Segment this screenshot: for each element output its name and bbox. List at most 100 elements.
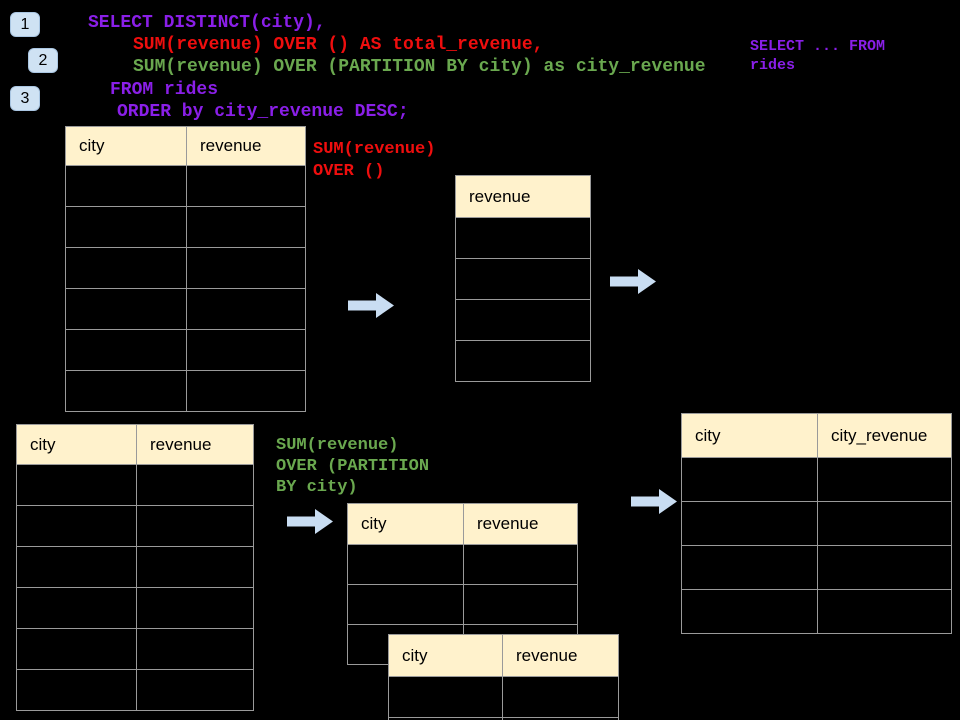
table-cell bbox=[136, 505, 254, 547]
step-badge-1: 1 bbox=[10, 12, 40, 37]
table-cell bbox=[65, 247, 187, 289]
table-row bbox=[16, 669, 254, 711]
table-header-row: city revenue bbox=[16, 424, 254, 465]
table-cell bbox=[347, 584, 464, 625]
table-cell bbox=[817, 457, 952, 502]
table-row bbox=[347, 544, 578, 585]
table-cell bbox=[65, 206, 187, 248]
table-row bbox=[65, 329, 306, 371]
step-badge-2: 2 bbox=[28, 48, 58, 73]
table-source-bottom: city revenue bbox=[16, 424, 254, 711]
table-cell bbox=[186, 370, 306, 412]
table-cell bbox=[463, 544, 578, 585]
sql-line-from: FROM rides bbox=[110, 80, 219, 100]
table-cell bbox=[16, 505, 137, 547]
annotation-sum-over-partition: SUM(revenue) OVER (PARTITION BY city) bbox=[276, 436, 430, 497]
sql-line-select: SELECT DISTINCT(city), bbox=[88, 13, 326, 33]
table-row bbox=[65, 165, 306, 207]
table-cell bbox=[136, 546, 254, 588]
table-cell bbox=[347, 544, 464, 585]
table-total-revenue: revenue bbox=[455, 175, 591, 382]
table-row bbox=[681, 589, 952, 634]
column-header-city: city bbox=[65, 126, 187, 166]
table-cell bbox=[136, 628, 254, 670]
table-row bbox=[455, 340, 591, 382]
table-header-row: city revenue bbox=[65, 126, 306, 166]
table-row bbox=[681, 501, 952, 546]
table-cell bbox=[16, 628, 137, 670]
column-header-city-revenue: city_revenue bbox=[817, 413, 952, 458]
table-cell bbox=[186, 329, 306, 371]
table-cell bbox=[65, 165, 187, 207]
column-header-revenue: revenue bbox=[136, 424, 254, 465]
table-cell bbox=[817, 501, 952, 546]
column-header-city: city bbox=[16, 424, 137, 465]
column-header-city: city bbox=[347, 503, 464, 545]
table-row bbox=[388, 717, 619, 720]
table-cell bbox=[136, 669, 254, 711]
table-cell bbox=[817, 545, 952, 590]
table-cell bbox=[65, 329, 187, 371]
table-header-row: city city_revenue bbox=[681, 413, 952, 458]
table-cell bbox=[502, 676, 619, 718]
table-cell bbox=[817, 589, 952, 634]
table-cell bbox=[681, 457, 818, 502]
table-cell bbox=[455, 258, 591, 300]
step-badge-3: 3 bbox=[10, 86, 40, 111]
table-row bbox=[455, 299, 591, 341]
table-cell bbox=[186, 247, 306, 289]
table-row bbox=[65, 206, 306, 248]
column-header-revenue: revenue bbox=[502, 634, 619, 677]
table-source-top: city revenue bbox=[65, 126, 306, 412]
table-cell bbox=[502, 717, 619, 720]
table-cell bbox=[681, 501, 818, 546]
table-cell bbox=[455, 340, 591, 382]
table-cell bbox=[681, 589, 818, 634]
table-header-row: revenue bbox=[455, 175, 591, 218]
table-row bbox=[455, 258, 591, 300]
column-header-city: city bbox=[388, 634, 503, 677]
column-header-revenue: revenue bbox=[455, 175, 591, 218]
table-row bbox=[347, 584, 578, 625]
table-cell bbox=[463, 584, 578, 625]
table-cell bbox=[136, 464, 254, 506]
column-header-revenue: revenue bbox=[186, 126, 306, 166]
table-row bbox=[16, 464, 254, 506]
table-partition-overlap: city revenue bbox=[388, 634, 619, 720]
table-row bbox=[16, 546, 254, 588]
table-cell bbox=[136, 587, 254, 629]
table-cell bbox=[388, 676, 503, 718]
column-header-revenue: revenue bbox=[463, 503, 578, 545]
table-header-row: city revenue bbox=[347, 503, 578, 545]
right-arrow-icon bbox=[287, 509, 333, 534]
table-cell bbox=[16, 669, 137, 711]
table-row bbox=[455, 217, 591, 259]
table-row bbox=[16, 587, 254, 629]
table-header-row: city revenue bbox=[388, 634, 619, 677]
annotation-sum-over-total: SUM(revenue) OVER () bbox=[313, 140, 436, 181]
sql-line-sum-over: SUM(revenue) OVER () AS total_revenue, bbox=[133, 35, 544, 55]
table-row bbox=[681, 457, 952, 502]
column-header-city: city bbox=[681, 413, 818, 458]
table-cell bbox=[186, 165, 306, 207]
table-cell bbox=[16, 587, 137, 629]
table-row bbox=[65, 247, 306, 289]
table-cell bbox=[186, 206, 306, 248]
table-row bbox=[65, 288, 306, 330]
table-row bbox=[16, 505, 254, 547]
table-row bbox=[65, 370, 306, 412]
right-arrow-icon bbox=[610, 269, 656, 294]
table-cell bbox=[16, 546, 137, 588]
sql-line-order-by: ORDER by city_revenue DESC; bbox=[117, 102, 409, 122]
annotation-select-from-rides: SELECT ... FROM rides bbox=[750, 38, 886, 74]
table-row bbox=[681, 545, 952, 590]
table-cell bbox=[65, 288, 187, 330]
table-cell bbox=[455, 299, 591, 341]
table-cell bbox=[186, 288, 306, 330]
table-cell bbox=[16, 464, 137, 506]
table-cell bbox=[681, 545, 818, 590]
table-cell bbox=[455, 217, 591, 259]
table-cell bbox=[65, 370, 187, 412]
